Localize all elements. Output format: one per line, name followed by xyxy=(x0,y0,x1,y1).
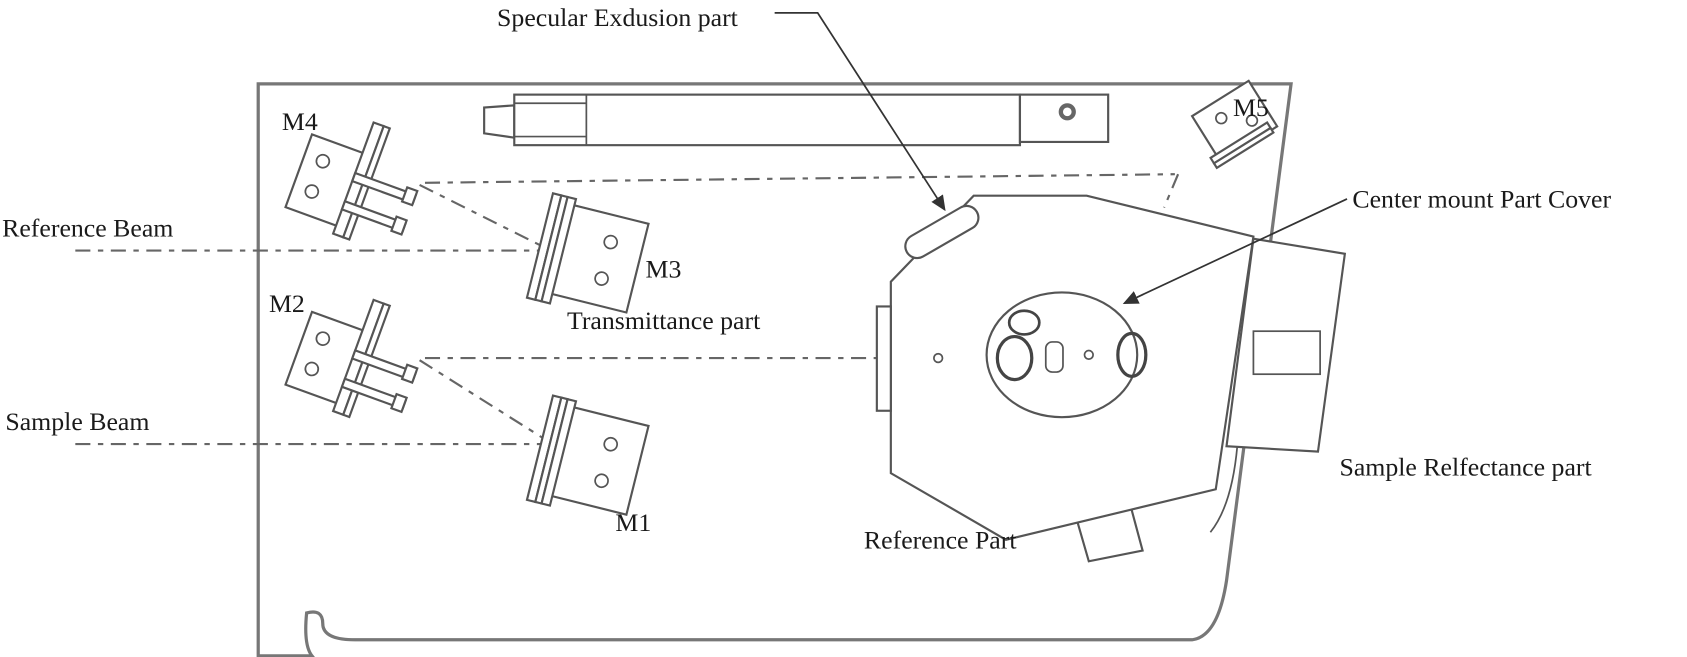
label-m1: M1 xyxy=(615,508,651,537)
label-sample-reflectance-part: Sample Relfectance part xyxy=(1339,452,1592,481)
center-mount xyxy=(875,194,1347,563)
mirror-m1 xyxy=(525,394,652,526)
label-m3: M3 xyxy=(646,254,682,283)
mirror-m3 xyxy=(525,192,652,323)
mirror-m2 xyxy=(281,280,436,435)
beam-paths xyxy=(75,173,1180,446)
specular-exclusion-port xyxy=(904,204,980,260)
label-m5: M5 xyxy=(1233,93,1269,122)
mirror-m5 xyxy=(1190,79,1279,170)
label-specular-exclusion: Specular Exdusion part xyxy=(497,3,739,32)
label-center-mount-cover: Center mount Part Cover xyxy=(1352,185,1611,214)
specular-pointer xyxy=(774,12,946,212)
center-cover-pointer xyxy=(1122,198,1348,305)
label-reference-beam: Reference Beam xyxy=(2,214,173,243)
specular-exclusion-slide xyxy=(483,93,1110,147)
label-reference-part: Reference Part xyxy=(864,525,1017,554)
label-m2: M2 xyxy=(269,289,305,318)
sample-reflectance-box xyxy=(1225,237,1347,453)
label-m4: M4 xyxy=(282,107,318,136)
label-transmittance-part: Transmittance part xyxy=(567,306,761,335)
center-mount-cover xyxy=(985,291,1139,419)
label-sample-beam: Sample Beam xyxy=(5,407,149,436)
instrument-frame xyxy=(256,82,1293,657)
